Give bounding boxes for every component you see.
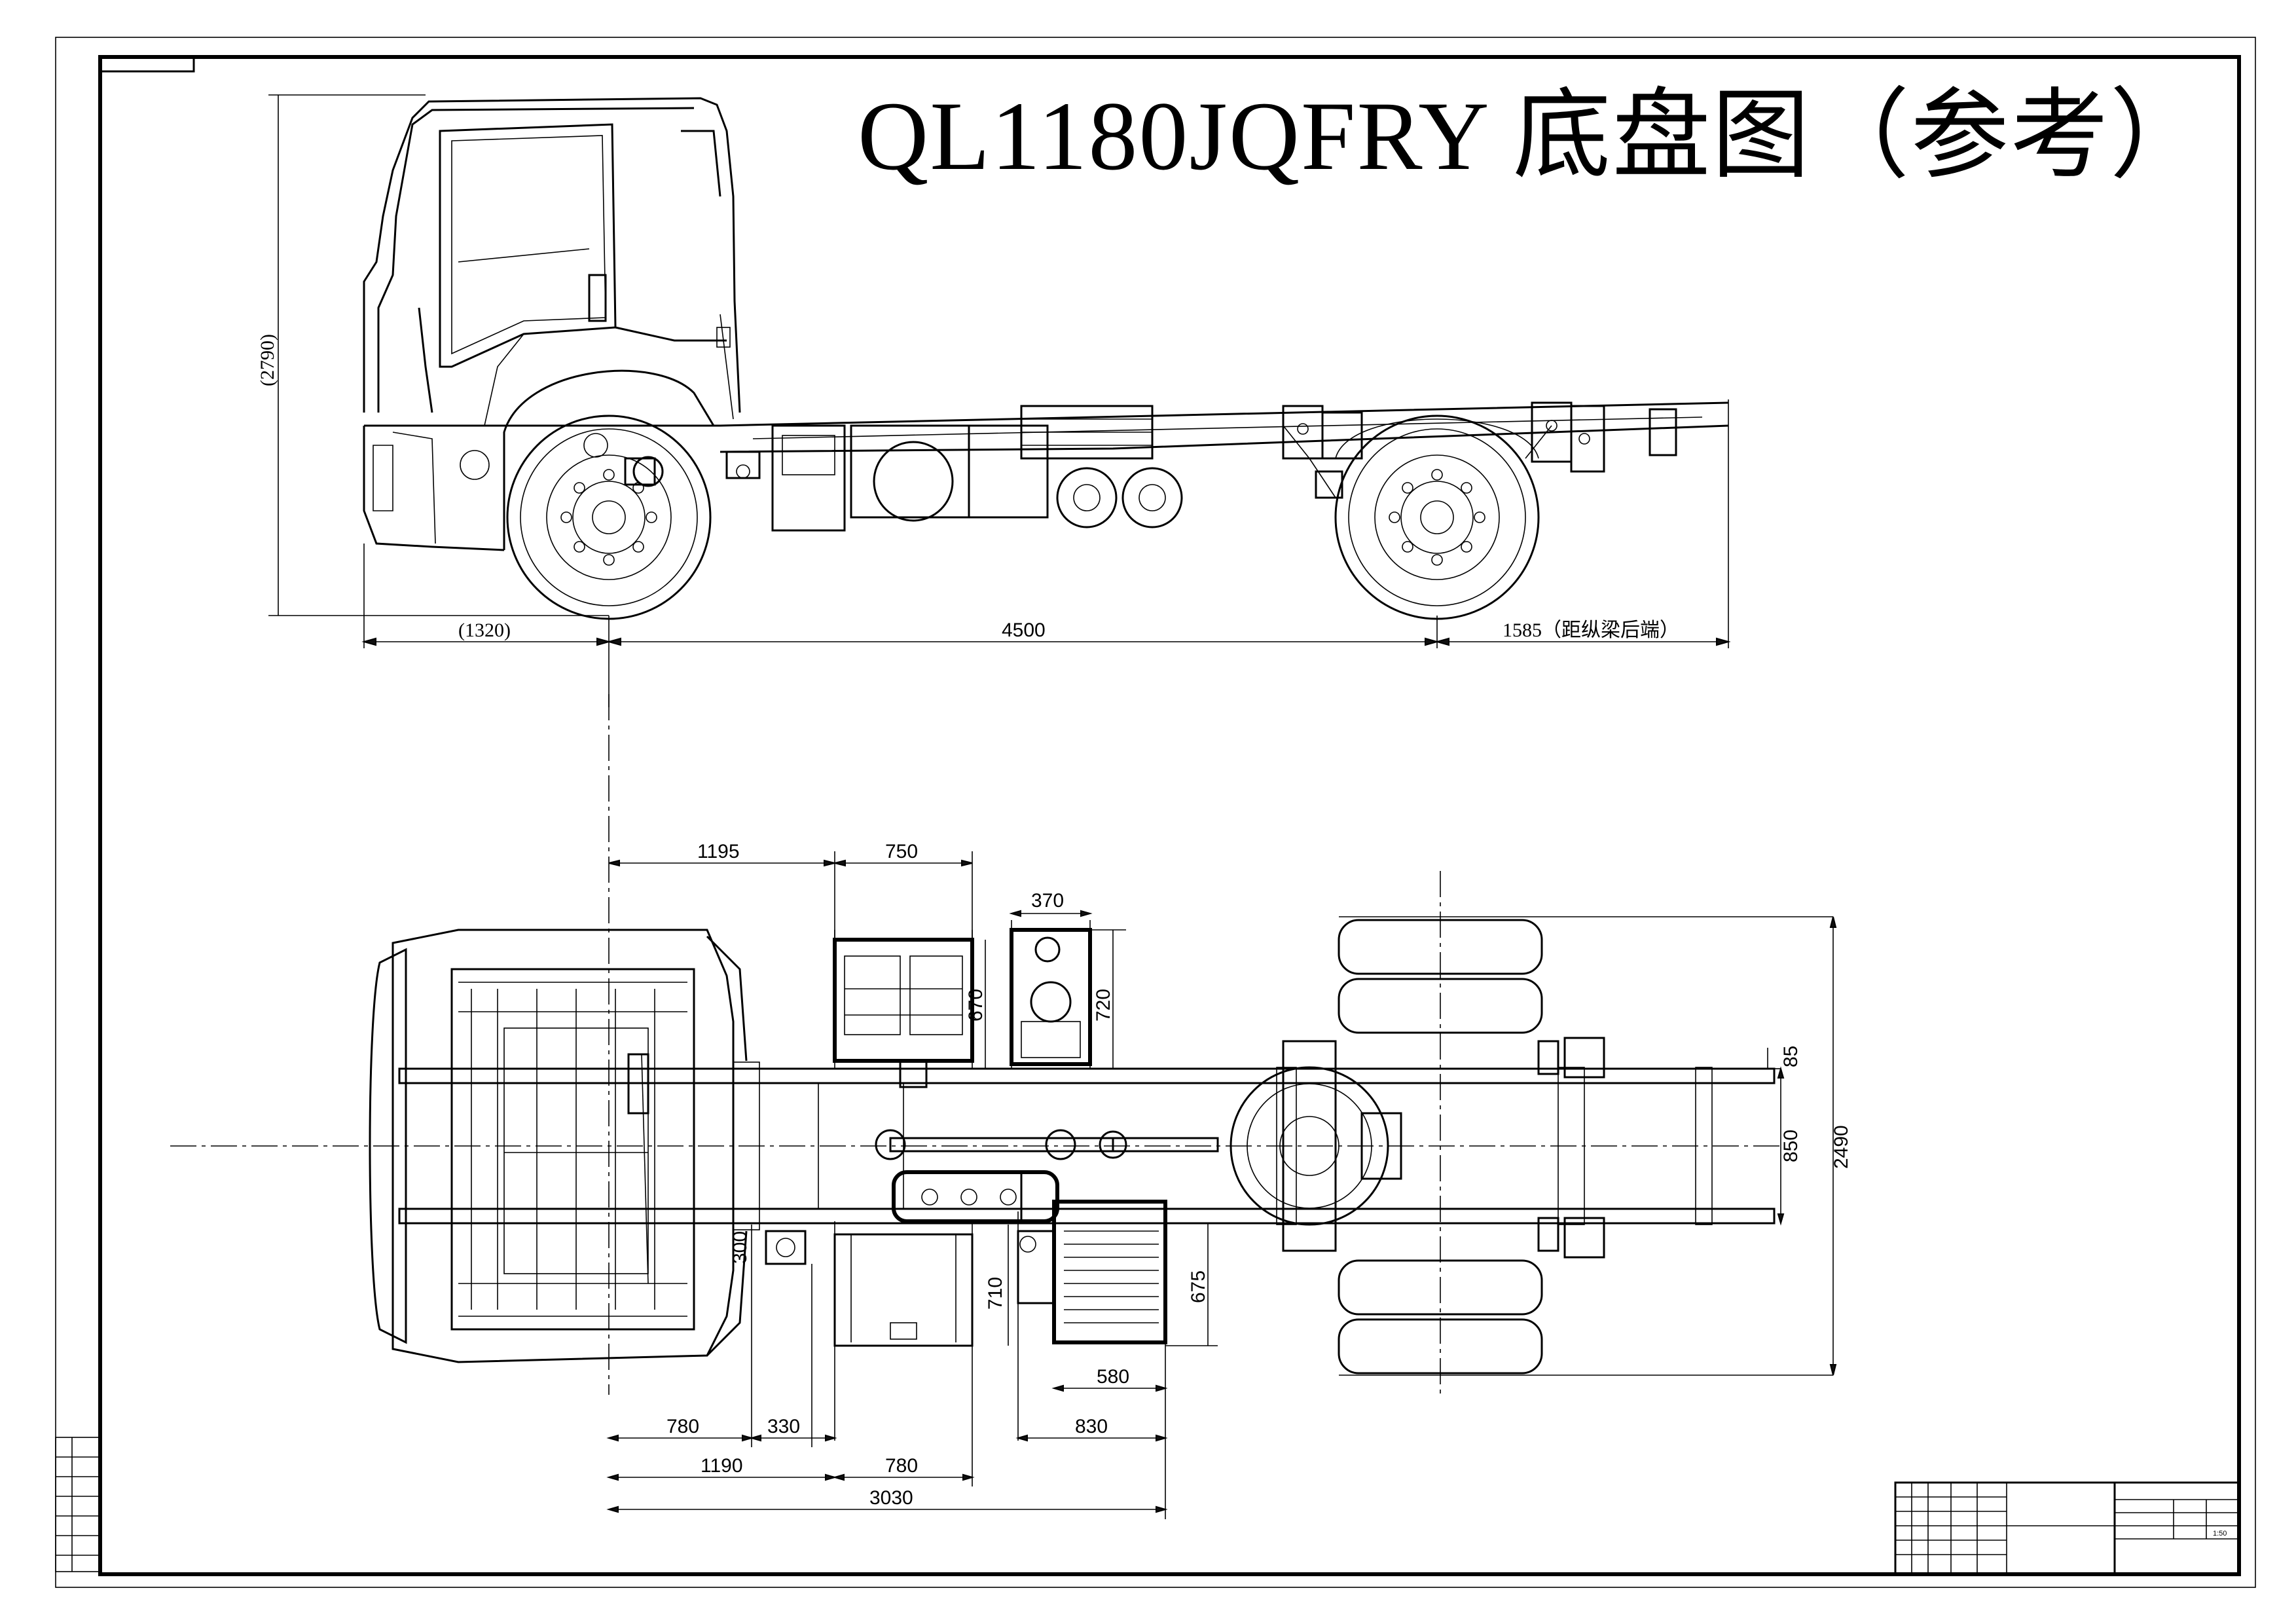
cab-side bbox=[363, 97, 741, 551]
dim-780-a: 780 bbox=[666, 1416, 699, 1437]
dim-1190: 1190 bbox=[701, 1455, 743, 1477]
dim-300: 300 bbox=[729, 1231, 751, 1264]
dim-670: 670 bbox=[965, 989, 987, 1022]
aftertreatment-plan bbox=[1017, 1200, 1167, 1441]
dim-675: 675 bbox=[1188, 1270, 1209, 1303]
dim-850: 850 bbox=[1780, 1130, 1802, 1162]
components-side bbox=[725, 405, 1183, 532]
dim-750: 750 bbox=[885, 841, 918, 862]
dim-370: 370 bbox=[1031, 890, 1064, 912]
frame-rails-plan bbox=[398, 1061, 1776, 1230]
battery-box-plan bbox=[833, 930, 974, 1088]
drawing-title: QL1180JQFRY 底盘图（参考） bbox=[858, 82, 2210, 191]
dim-2490: 2490 bbox=[1831, 1125, 1852, 1169]
drawing-border bbox=[55, 37, 2256, 1588]
dim-85: 85 bbox=[1780, 1046, 1802, 1067]
fuel-tank-plan bbox=[833, 1221, 974, 1441]
side-dimensions bbox=[268, 94, 1731, 707]
rear-overhang-label: 1585（距纵梁后端） bbox=[1503, 619, 1679, 641]
dim-780-b: 780 bbox=[885, 1455, 918, 1477]
cab-plan bbox=[369, 929, 748, 1363]
height-dimension-label: (2790) bbox=[257, 334, 278, 386]
tank-plan bbox=[892, 1170, 1059, 1223]
rear-brackets-side bbox=[1282, 401, 1677, 473]
scale-label: 1:50 bbox=[2213, 1530, 2227, 1538]
dim-3030: 3030 bbox=[869, 1487, 913, 1509]
plan-dimensions bbox=[606, 851, 1837, 1519]
dim-580: 580 bbox=[1097, 1366, 1129, 1388]
side-view: (2790) (1320) 4500 1585（距纵梁后端） bbox=[257, 94, 1731, 707]
rear-wheel-side bbox=[1283, 415, 1552, 620]
revision-strip bbox=[55, 1437, 101, 1572]
wheelbase-label: 4500 bbox=[1002, 619, 1046, 641]
dim-1195: 1195 bbox=[697, 841, 740, 862]
air-dryer-plan bbox=[1010, 920, 1092, 1069]
dim-710: 710 bbox=[985, 1277, 1006, 1310]
dim-830: 830 bbox=[1075, 1416, 1108, 1437]
front-wheel-side bbox=[506, 415, 712, 620]
title-block: 1:50 bbox=[1894, 1481, 2240, 1576]
dim-720: 720 bbox=[1093, 989, 1114, 1022]
front-overhang-label: (1320) bbox=[458, 619, 511, 641]
small-valve-plan bbox=[765, 1230, 807, 1265]
rear-axle-plan bbox=[1230, 916, 1833, 1376]
plan-view: 1195 750 370 670 720 85 850 2490 300 710… bbox=[369, 841, 1852, 1519]
centerlines bbox=[170, 694, 1781, 1395]
dim-330: 330 bbox=[767, 1416, 800, 1437]
